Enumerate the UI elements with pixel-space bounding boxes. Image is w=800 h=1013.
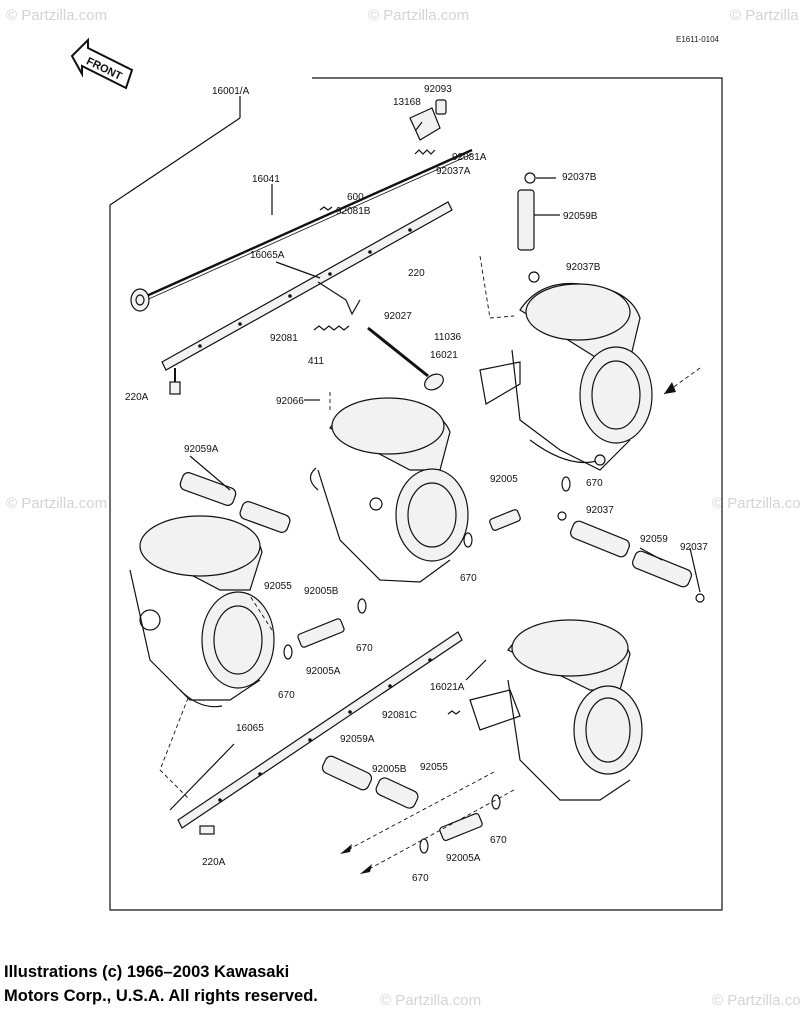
part-label: 92059 bbox=[640, 534, 668, 545]
watermark-text: © Partzilla.com bbox=[6, 495, 107, 512]
part-label: 16065 bbox=[236, 723, 264, 734]
part-label: 92037B bbox=[562, 172, 597, 183]
part-label: 92005B bbox=[304, 586, 339, 597]
part-label: 670 bbox=[586, 478, 603, 489]
part-label: 92081C bbox=[382, 710, 417, 721]
watermark-text: © Partzilla.com bbox=[368, 7, 469, 24]
part-label: 411 bbox=[308, 356, 324, 367]
watermark-text: © Partzilla.com bbox=[380, 992, 481, 1009]
part-labels: 16001/A 92093 13168 92081A 92037A 92037B… bbox=[125, 84, 708, 884]
part-label: 92037 bbox=[680, 542, 708, 553]
link-plate-lower bbox=[177, 631, 463, 835]
front-arrow: FRONT bbox=[70, 37, 134, 90]
part-label: 92005A bbox=[446, 853, 481, 864]
part-label: 92037A bbox=[436, 166, 471, 177]
diagram-code: E1611-0104 bbox=[676, 35, 720, 44]
part-label: 670 bbox=[412, 873, 429, 884]
watermark-layer: © Partzilla.com © Partzilla.com © Partzi… bbox=[6, 7, 800, 1009]
assembly-frame bbox=[109, 77, 723, 911]
part-label: 92037 bbox=[586, 505, 614, 516]
part-label: 92037B bbox=[566, 262, 601, 273]
part-label: 92081B bbox=[336, 206, 371, 217]
part-label: 92005A bbox=[306, 666, 341, 677]
part-label: 16041 bbox=[252, 174, 280, 185]
part-label: 92005B bbox=[372, 764, 407, 775]
part-label: 16065A bbox=[250, 250, 285, 261]
watermark-text: © Partzilla.com bbox=[6, 7, 107, 24]
part-label: 670 bbox=[460, 573, 477, 584]
part-label: 11036 bbox=[434, 332, 462, 343]
part-label: 16021 bbox=[430, 350, 458, 361]
watermark-text: © Partzilla.com bbox=[712, 992, 800, 1009]
part-label: 670 bbox=[490, 835, 507, 846]
springs bbox=[313, 149, 461, 715]
watermark-text: © Partzilla.com bbox=[712, 495, 800, 512]
copyright-line: Motors Corp., U.S.A. All rights reserved… bbox=[4, 987, 318, 1005]
carburetor-upper-right bbox=[479, 282, 653, 471]
part-label: 16001/A bbox=[212, 86, 250, 97]
copyright-notice: Illustrations (c) 1966–2003 Kawasaki Mot… bbox=[4, 960, 504, 1008]
lever-13168 bbox=[409, 99, 447, 141]
throttle-stop-screw bbox=[367, 326, 444, 391]
carburetor-lower-right bbox=[469, 619, 643, 801]
part-label: 16021A bbox=[430, 682, 465, 693]
part-label: 92081 bbox=[270, 333, 298, 344]
part-label: 220A bbox=[125, 392, 149, 403]
carburetor-left bbox=[129, 515, 275, 708]
throttle-shaft bbox=[130, 148, 473, 312]
part-label: 92059A bbox=[340, 734, 375, 745]
part-label: 600 bbox=[347, 192, 364, 203]
part-label: 92066 bbox=[276, 396, 304, 407]
part-label: 92081A bbox=[452, 152, 487, 163]
fuel-tubes bbox=[179, 189, 692, 809]
copyright-line: Illustrations (c) 1966–2003 Kawasaki bbox=[4, 963, 290, 981]
part-label: 220A bbox=[202, 857, 226, 868]
part-label: 670 bbox=[356, 643, 373, 654]
screw-220a-top bbox=[169, 368, 181, 395]
leader-lines bbox=[169, 96, 701, 811]
part-label: 13168 bbox=[393, 97, 421, 108]
part-label: 220 bbox=[408, 268, 425, 279]
part-label: 92005 bbox=[490, 474, 518, 485]
link-plate-upper bbox=[161, 201, 453, 371]
part-label: 670 bbox=[278, 690, 295, 701]
carburetor-middle bbox=[309, 397, 469, 583]
part-label: 92059A bbox=[184, 444, 219, 455]
part-label: 92093 bbox=[424, 84, 452, 95]
watermark-text: © Partzilla.com bbox=[730, 7, 800, 24]
part-label: 92027 bbox=[384, 311, 412, 322]
part-label: 92055 bbox=[264, 581, 292, 592]
fuel-joints bbox=[283, 172, 705, 854]
part-label: 92055 bbox=[420, 762, 448, 773]
part-label: 92059B bbox=[563, 211, 598, 222]
arrowheads bbox=[340, 382, 676, 874]
